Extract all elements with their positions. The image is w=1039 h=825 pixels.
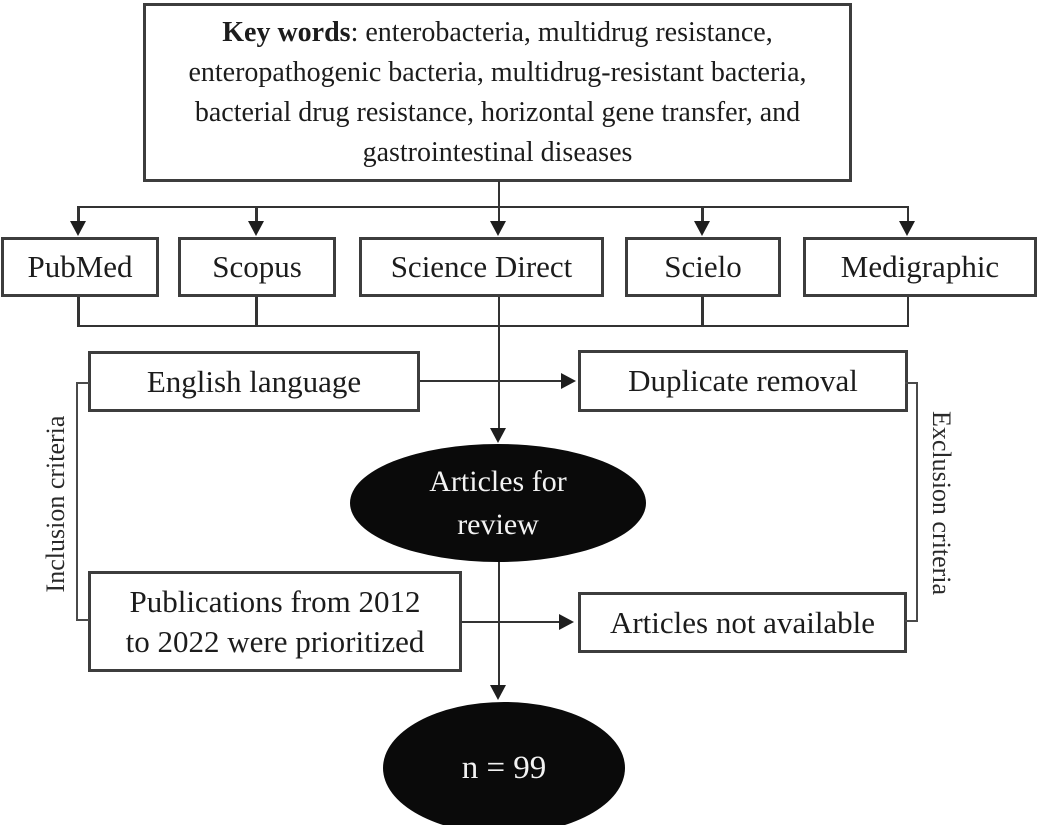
box-publications-prioritized: Publications from 2012 to 2022 were prio… [88,571,462,672]
arrow-to-medigraphic-line [906,206,909,223]
arrow-to-science-direct-head [490,221,506,236]
publications-label-line1: Publications from 2012 [129,583,421,619]
duplicate-removal-label: Duplicate removal [628,363,858,398]
arrow-publications-to-notavailable-head [559,614,574,630]
arrow-to-pubmed-line [77,206,80,223]
arrow-to-medigraphic-head [899,221,915,236]
database-label-science-direct: Science Direct [390,249,573,284]
arrow-to-review-head [490,428,506,443]
line-distribution [77,205,909,208]
database-box-science-direct: Science Direct [359,237,604,297]
line-medigraphic-collect [906,297,909,327]
arrow-to-scopus-line [255,206,258,223]
arrow-publications-to-notavailable-line [462,620,560,623]
exclusion-bracket [905,382,918,622]
arrow-english-to-duplicate-head [561,373,576,389]
line-science-direct-collect [497,297,500,327]
arrow-to-scopus-head [248,221,264,236]
publications-label-line2: to 2022 were prioritized [125,623,425,659]
arrow-to-final-line [497,562,500,687]
inclusion-bracket [76,382,89,621]
review-label-line1: Articles for [429,465,567,498]
database-box-scielo: Scielo [625,237,781,297]
inclusion-criteria-label: Inclusion criteria [41,415,70,593]
line-scielo-collect [701,297,704,327]
english-language-label: English language [146,363,362,399]
database-box-scopus: Scopus [178,237,336,297]
final-count-label: n = 99 [461,749,547,786]
line-scopus-collect [255,297,258,327]
database-label-pubmed: PubMed [27,249,133,284]
arrow-to-final-head [490,685,506,700]
arrow-to-scielo-head [694,221,710,236]
ellipse-articles-for-review: Articles for review [350,444,646,562]
exclusion-criteria-label: Exclusion criteria [927,410,956,596]
keywords-bold-label: Key words [222,16,351,48]
line-pubmed-collect [77,297,80,327]
arrow-to-science-direct-line [497,206,500,223]
database-label-scopus: Scopus [212,249,302,284]
arrow-to-review-line [497,325,500,430]
arrow-english-to-duplicate-line [420,379,562,382]
arrow-to-scielo-line [701,206,704,223]
database-label-scielo: Scielo [664,249,742,284]
arrow-to-pubmed-head [70,221,86,236]
articles-not-available-label: Articles not available [609,604,876,640]
line-keywords-stem [497,181,500,207]
keywords-text: Key words: enterobacteria, multidrug res… [168,13,827,173]
keywords-box: Key words: enterobacteria, multidrug res… [143,3,852,182]
review-label-line2: review [457,508,539,541]
database-box-pubmed: PubMed [1,237,159,297]
ellipse-final-count: n = 99 [383,702,625,825]
box-articles-not-available: Articles not available [578,592,907,653]
box-duplicate-removal: Duplicate removal [578,350,908,412]
line-collection [77,324,909,327]
keywords-body: : enterobacteria, multidrug resistance, … [188,16,807,168]
database-label-medigraphic: Medigraphic [840,249,1000,284]
box-english-language: English language [88,351,420,412]
database-box-medigraphic: Medigraphic [803,237,1037,297]
